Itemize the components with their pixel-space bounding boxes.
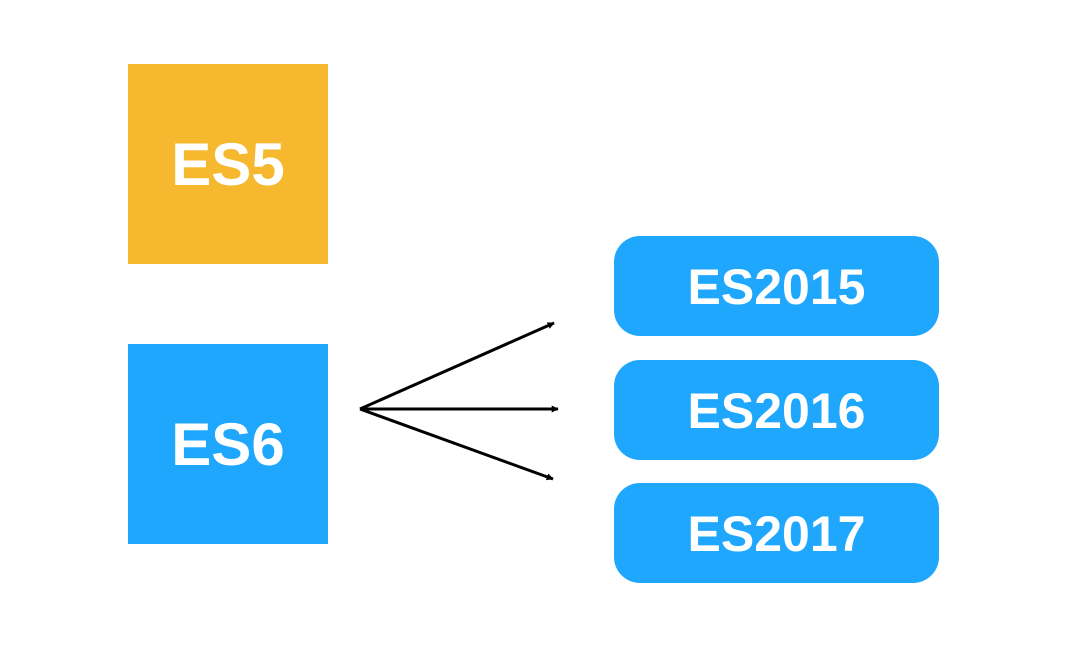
- es2017-box: ES2017: [614, 483, 939, 583]
- es2016-box: ES2016: [614, 360, 939, 460]
- es2015-label: ES2015: [687, 259, 866, 315]
- es6-label: ES6: [171, 410, 285, 478]
- es2015-box: ES2015: [614, 236, 939, 336]
- es5-box: ES5: [128, 64, 328, 264]
- arrow-to-es2015: [359, 321, 555, 411]
- arrow-to-es2017: [359, 407, 554, 481]
- es2016-label: ES2016: [687, 383, 866, 439]
- es6-box: ES6: [128, 344, 328, 544]
- es2017-label: ES2017: [687, 506, 866, 562]
- es5-label: ES5: [171, 130, 285, 198]
